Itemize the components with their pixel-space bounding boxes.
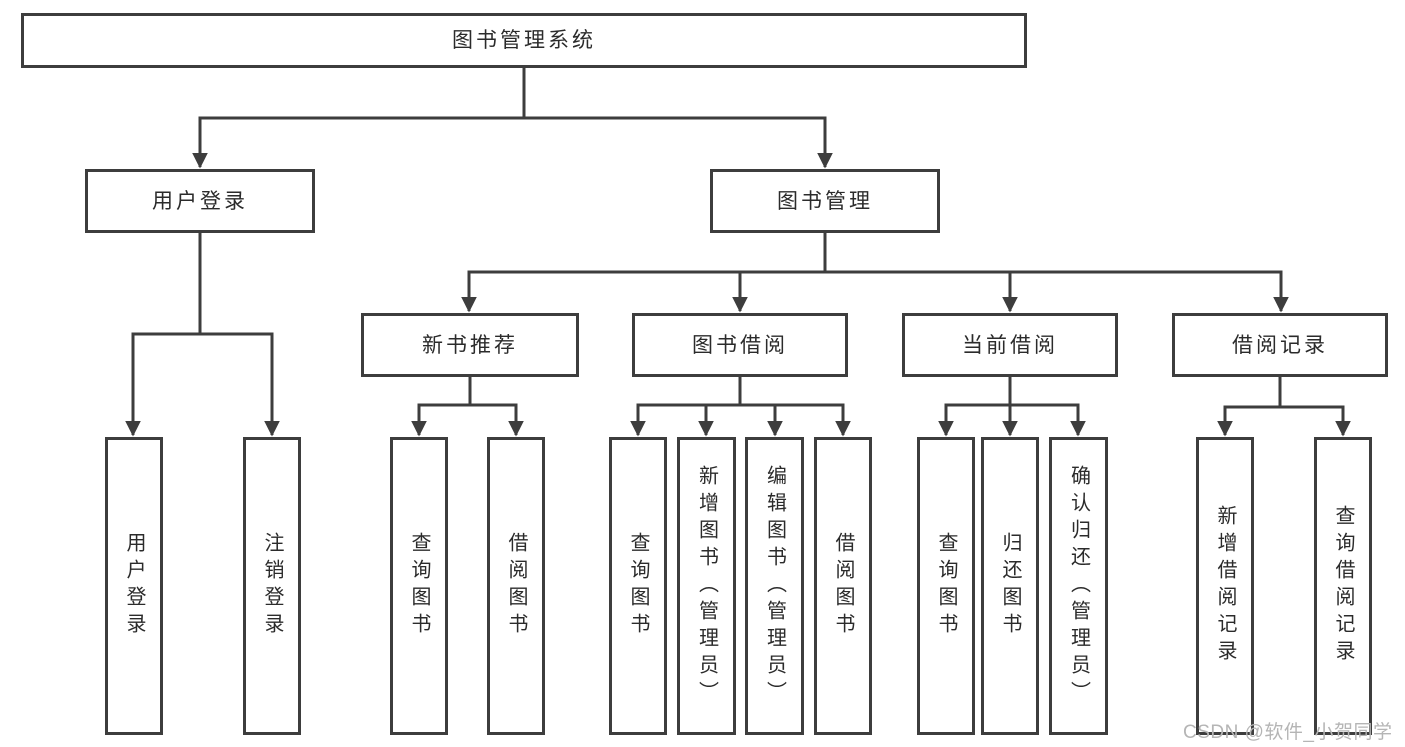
node-current-borrowing: 当前借阅 — [902, 313, 1118, 377]
csdn-watermark: CSDN @软件_小贺同学 — [1183, 722, 1393, 743]
leaf-return-books: 归还图书 — [981, 437, 1039, 735]
leaf-query-borrow-record: 查询借阅记录 — [1314, 437, 1372, 735]
node-user-login: 用户登录 — [85, 169, 315, 233]
leaf-confirm-return-admin: 确认归还（管理员） — [1049, 437, 1108, 735]
leaf-add-borrow-record: 新增借阅记录 — [1196, 437, 1254, 735]
node-book-management: 图书管理 — [710, 169, 940, 233]
leaf-query-books-current: 查询图书 — [917, 437, 975, 735]
leaf-query-books-borrowing: 查询图书 — [609, 437, 667, 735]
leaf-query-books-newrec: 查询图书 — [390, 437, 448, 735]
leaf-add-books-admin: 新增图书（管理员） — [677, 437, 736, 735]
leaf-borrow-books-borrowing: 借阅图书 — [814, 437, 872, 735]
leaf-user-login: 用户登录 — [105, 437, 163, 735]
node-library-management-system: 图书管理系统 — [21, 13, 1027, 68]
leaf-borrow-books-newrec: 借阅图书 — [487, 437, 545, 735]
node-book-borrowing: 图书借阅 — [632, 313, 848, 377]
node-new-book-recommend: 新书推荐 — [361, 313, 579, 377]
leaf-edit-books-admin: 编辑图书（管理员） — [745, 437, 804, 735]
leaf-logout: 注销登录 — [243, 437, 301, 735]
node-borrowing-records: 借阅记录 — [1172, 313, 1388, 377]
